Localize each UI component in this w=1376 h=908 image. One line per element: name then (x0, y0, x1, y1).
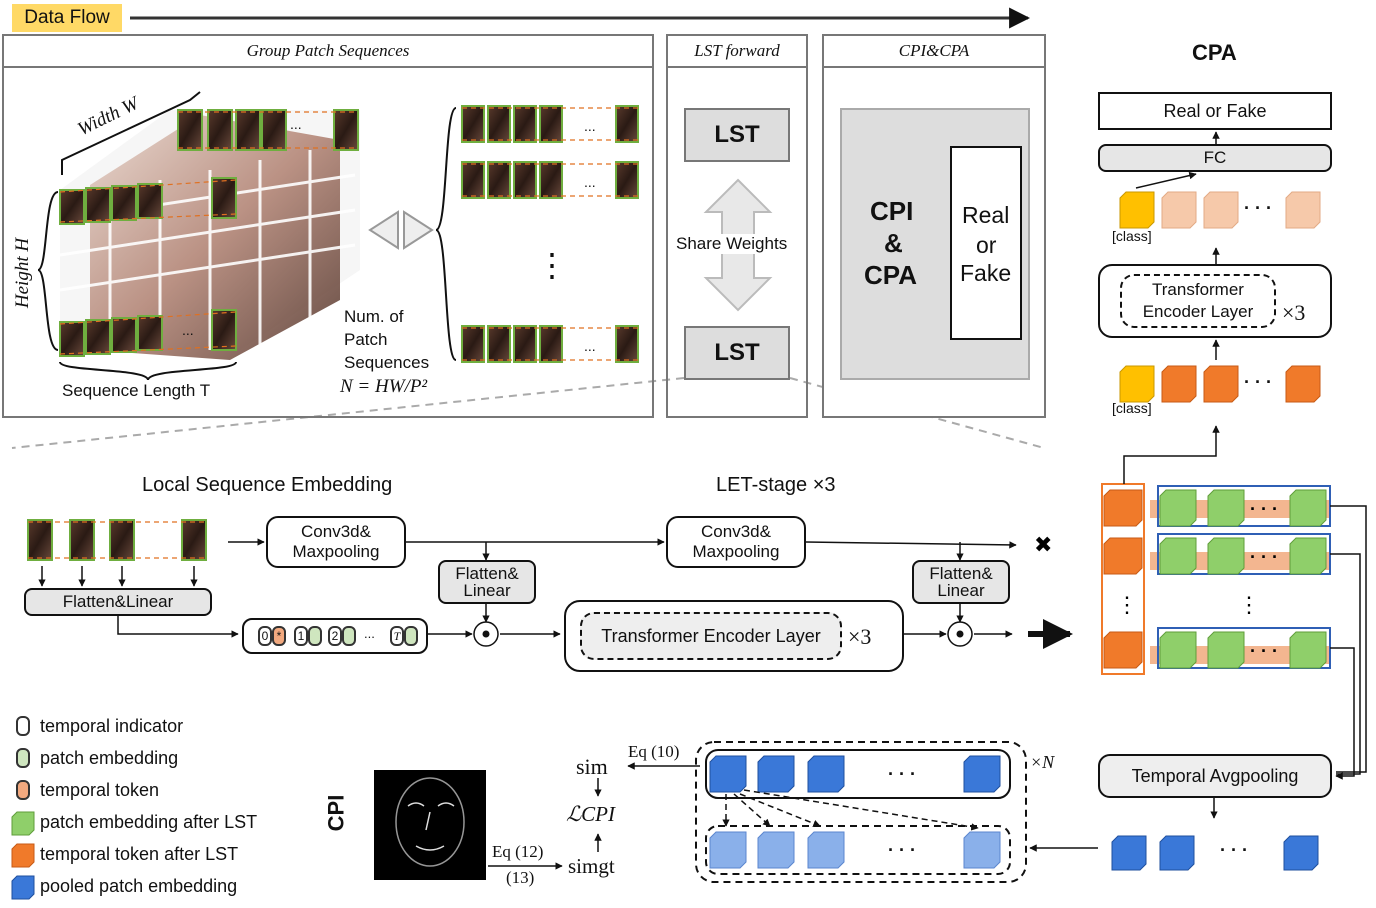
cpi-word: CPI (870, 196, 914, 226)
top-patch-row (59, 109, 359, 357)
svg-text:⋮: ⋮ (1116, 592, 1138, 617)
token-1-embed (308, 626, 322, 646)
flatten-linear-box-main: Flatten&Linear (24, 588, 212, 616)
let-transformer-box: Transformer Encoder Layer (580, 612, 842, 660)
token-2: 2 (328, 626, 342, 646)
group-patch-title: Group Patch Sequences (4, 36, 652, 68)
group-patch-panel: Group Patch Sequences (2, 34, 654, 418)
svg-text:· · ·: · · · (1250, 641, 1278, 661)
timesN-label: ×N (1030, 752, 1055, 772)
seq-ellipsis-1: ... (584, 118, 596, 134)
token-T: T (390, 626, 404, 646)
cpa-times3: ×3 (1282, 300, 1306, 325)
local-embed-title: Local Sequence Embedding (142, 474, 393, 496)
cpi-title: CPI (323, 794, 349, 832)
eq13-label: (13) (506, 868, 535, 887)
loss-label: ℒCPI (566, 802, 615, 826)
temporal-avgpool-box: Temporal Avgpooling (1098, 754, 1332, 798)
lst-forward-panel: LST forward (666, 34, 808, 418)
eq12-label: Eq (12) (492, 842, 544, 861)
cpa-dots-bottom: · · · (1244, 372, 1272, 392)
cpa-title: CPA (1192, 40, 1237, 65)
let-stage-title: LET-stage ×3 (716, 474, 836, 496)
legend-label-0: temporal indicator (40, 716, 184, 736)
token-2-embed (342, 626, 356, 646)
seq-ellipsis-3: ... (584, 338, 596, 354)
legend-swatch-temporal-token (16, 780, 30, 800)
ellipsis-mid: ... (182, 322, 194, 338)
ellipsis-top: ... (290, 116, 302, 132)
legend-label-3: patch embedding after LST (40, 812, 258, 832)
lst-top-box: LST (684, 108, 790, 162)
cpa-dots-top: · · · (1244, 198, 1272, 218)
legend-label-1: patch embedding (40, 748, 179, 768)
cpa-word: CPA (864, 260, 917, 290)
num-formula: N = HW/P² (340, 376, 428, 397)
token-1: 1 (294, 626, 308, 646)
seq-ellipsis-2: ... (584, 174, 596, 190)
flatten-linear-box-2: Flatten& Linear (912, 560, 1010, 604)
token-0: 0 (258, 626, 272, 646)
pooled-dots: · · · (1220, 840, 1248, 860)
conv-maxpool-box-2: Conv3d& Maxpooling (666, 516, 806, 568)
conv-maxpool-box-1: Conv3d& Maxpooling (266, 516, 406, 568)
legend-label-2: temporal token (40, 780, 160, 800)
token-star: * (272, 626, 286, 646)
lst-bottom-box: LST (684, 326, 790, 380)
patch-sequences (461, 105, 639, 363)
flatten-linear-box-1: Flatten& Linear (438, 560, 536, 604)
cpa-class-label-top: [class] (1112, 228, 1152, 244)
amp-word: & (884, 228, 903, 258)
cpi-cpa-title: CPI&CPA (824, 36, 1044, 68)
cpi-dots-top: · · · (888, 764, 916, 784)
svg-text:· · ·: · · · (1250, 499, 1278, 519)
cpa-transformer-box: Transformer Encoder Layer (1120, 274, 1276, 328)
token-sequence: 0 * 1 2 ... T (242, 618, 428, 654)
simgt-label: simgt (568, 854, 615, 878)
face-frames-illustration (59, 110, 360, 360)
num-label-3: Sequences (344, 353, 430, 372)
svg-text:✖: ✖ (1034, 533, 1052, 558)
seq-vdots: ⋮ (536, 247, 568, 283)
num-label-2: Patch (344, 330, 388, 349)
cpi-dots-bottom: · · · (888, 840, 916, 860)
real-word: Real (962, 202, 1010, 228)
let-times3: ×3 (848, 624, 872, 649)
num-label-1: Num. of (344, 307, 404, 326)
real-or-fake-box: Real or Fake (950, 146, 1022, 340)
sequence-length-label: Sequence Length T (62, 381, 211, 400)
legend-label-5: pooled patch embedding (40, 876, 238, 896)
sim-label: sim (576, 754, 608, 779)
token-ellipsis: ... (364, 626, 375, 641)
cpa-transformer-group (1098, 264, 1332, 338)
legend-swatch-temporal-indicator (16, 716, 30, 736)
eq10-label: Eq (10) (628, 742, 680, 761)
token-T-embed (404, 626, 418, 646)
share-weights-label: Share Weights (676, 234, 788, 254)
legend-swatch-patch-embedding (16, 748, 30, 768)
lst-forward-title: LST forward (668, 36, 806, 68)
legend-label-4: temporal token after LST (40, 844, 239, 864)
real-or-fake-output: Real or Fake (1098, 92, 1332, 130)
svg-text:· · ·: · · · (1250, 547, 1278, 567)
height-label: Height H (12, 237, 34, 309)
fake-word: Fake (960, 260, 1012, 286)
data-flow-label: Data Flow (12, 4, 122, 32)
or-word: or (976, 232, 997, 258)
cpa-class-label-bottom: [class] (1112, 400, 1152, 416)
fc-box: FC (1098, 144, 1332, 172)
svg-text:⋮: ⋮ (1238, 592, 1260, 617)
